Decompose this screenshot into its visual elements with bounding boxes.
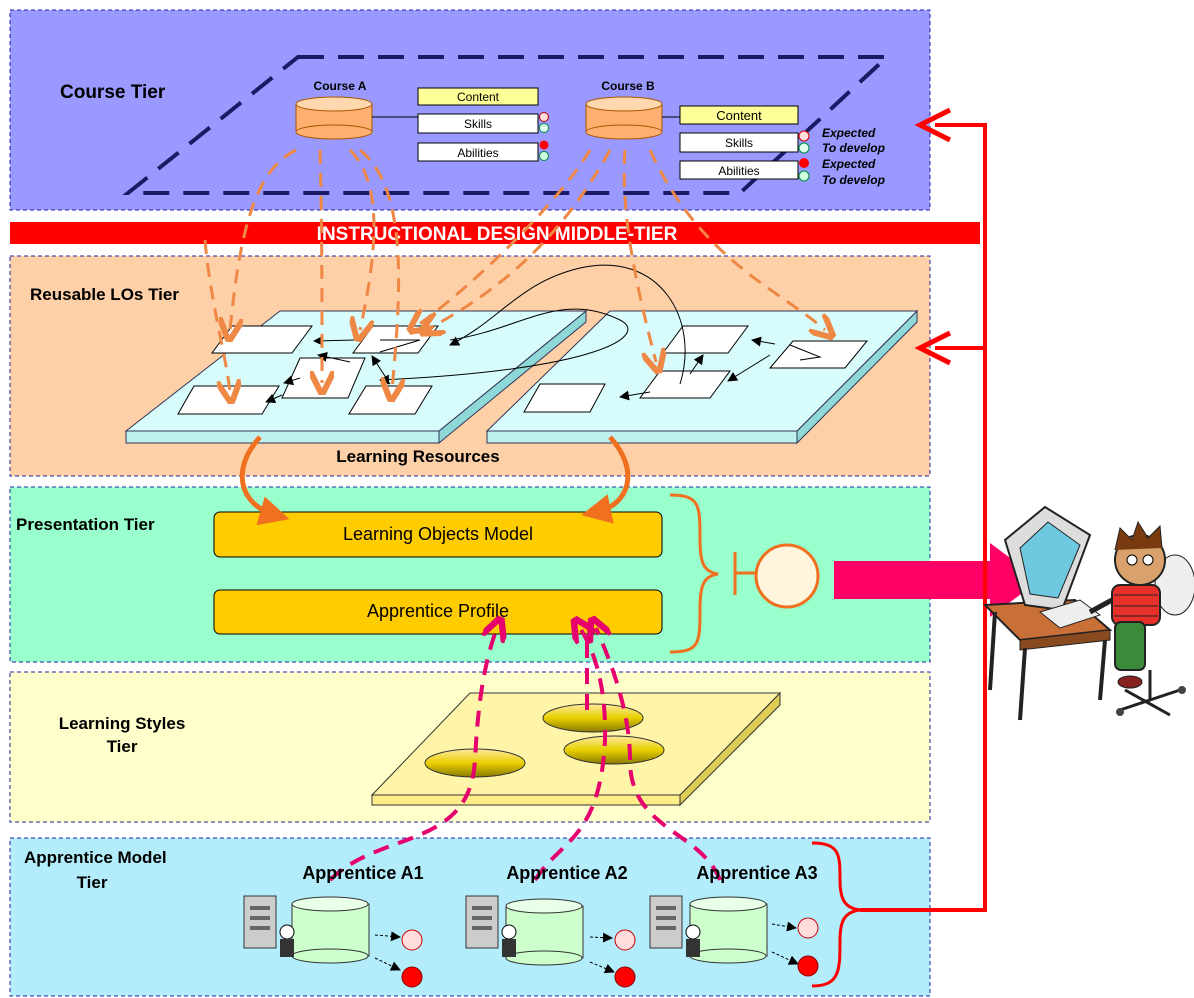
legend-abilities-expected-icon <box>799 158 809 168</box>
course-a-name: Course A <box>314 79 367 93</box>
legend-skills-expected-icon <box>799 131 809 141</box>
skills-develop-icon <box>540 124 549 133</box>
course-b-abilities: Abilities <box>718 164 759 178</box>
user-at-computer-illustration <box>985 507 1194 720</box>
course-a-abilities: Abilities <box>457 146 498 160</box>
abilities-status-icon <box>615 967 635 987</box>
course-b-name: Course B <box>601 79 655 93</box>
legend-skills-line2: To develop <box>822 141 885 155</box>
reusable-tier-label: Reusable LOs Tier <box>30 285 179 304</box>
interface-circle <box>756 545 818 607</box>
apprentice-profile-label: Apprentice Profile <box>367 601 509 621</box>
abilities-status-icon <box>798 956 818 976</box>
course-a-content: Content <box>457 90 500 104</box>
apprentice-a3-label: Apprentice A3 <box>696 863 817 883</box>
learning-objects-model-label: Learning Objects Model <box>343 524 533 544</box>
skills-status-icon <box>615 930 635 950</box>
course-b-database <box>586 97 662 139</box>
apprentice-a2-label: Apprentice A2 <box>506 863 627 883</box>
course-b-content: Content <box>716 108 762 123</box>
apprentice-tier-label-line2: Tier <box>77 873 108 892</box>
abilities-develop-icon <box>540 152 549 161</box>
abilities-expected-icon <box>540 141 549 150</box>
styles-tier-label-line1: Learning Styles <box>59 714 186 733</box>
apprentice-tier-label-line1: Apprentice Model <box>24 848 167 867</box>
apprentice-a1-label: Apprentice A1 <box>302 863 423 883</box>
skills-status-icon <box>798 918 818 938</box>
course-b-skills: Skills <box>725 136 753 150</box>
legend-skills-develop-icon <box>799 143 809 153</box>
course-a-skills: Skills <box>464 117 492 131</box>
style-disk-2 <box>564 736 664 764</box>
learning-resources-label: Learning Resources <box>336 447 499 466</box>
middle-tier-label: INSTRUCTIONAL DESIGN MIDDLE-TIER <box>317 224 678 245</box>
styles-tier-label-line2: Tier <box>107 737 138 756</box>
course-tier-label: Course Tier <box>60 82 166 103</box>
abilities-status-icon <box>402 967 422 987</box>
skills-status-icon <box>402 930 422 950</box>
presentation-tier-label: Presentation Tier <box>16 515 155 534</box>
legend-skills-line1: Expected <box>822 126 876 140</box>
skills-expected-icon <box>540 113 549 122</box>
legend-abilities-line1: Expected <box>822 157 876 171</box>
course-a-database <box>296 97 372 139</box>
legend-abilities-develop-icon <box>799 171 809 181</box>
legend-abilities-line2: To develop <box>822 173 885 187</box>
